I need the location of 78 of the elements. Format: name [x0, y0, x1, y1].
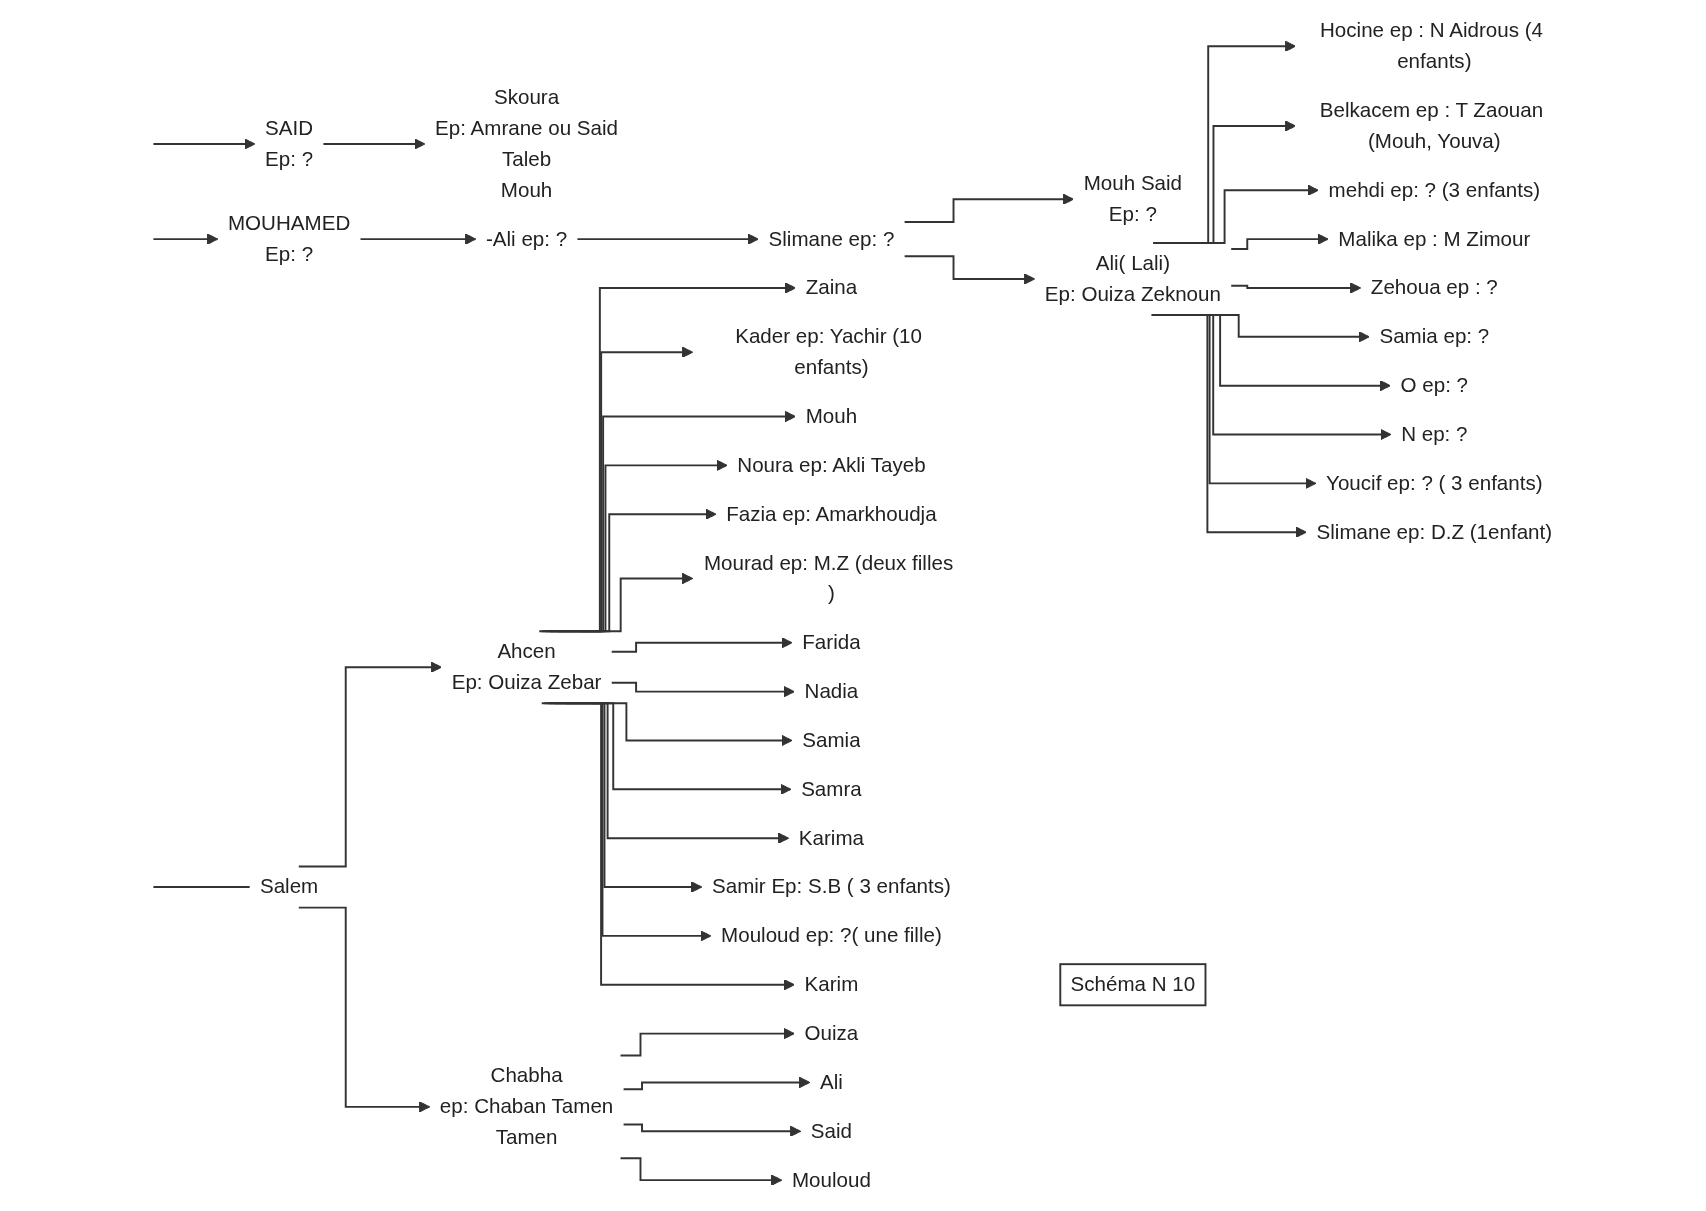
node-text: Ouiza [804, 1022, 859, 1044]
arrow [544, 410, 796, 633]
arrow [297, 906, 431, 1113]
node-text: Said [810, 1119, 853, 1142]
arrow [619, 1027, 795, 1057]
node-label: Ep: ? [265, 147, 314, 170]
node-text: Zaina [805, 276, 858, 299]
arrow [359, 233, 477, 245]
node-text: Skoura [493, 86, 560, 108]
arrow [579, 572, 694, 633]
arrow [549, 459, 728, 633]
node-text: SAID [265, 116, 314, 139]
arrow [1162, 120, 1296, 244]
node-label: Ep: Ouiza Zeknoun [1044, 282, 1221, 305]
node-text: Noura ep: Akli Tayeb [737, 453, 926, 476]
node-text: N ep: ? [1401, 422, 1468, 445]
node-text: -Ali ep: ? [485, 227, 568, 250]
node-text: Malika ep : M Zimour [1338, 227, 1531, 250]
arrow [557, 508, 717, 633]
node-text: Fazia ep: Amarkhoudja [726, 502, 937, 525]
arrow [622, 1076, 811, 1091]
node-text: Belkacem ep : T Zaouan (Mouh, Youva) [1319, 98, 1544, 152]
node-box: Schéma N 10 [1059, 963, 1207, 1007]
arrow [1184, 184, 1319, 244]
arrow [903, 255, 1036, 285]
node-label: Tamen [495, 1126, 558, 1149]
node-text: O ep: ? [1400, 374, 1469, 396]
node-label: Mouh [500, 178, 553, 201]
node-text: Kader ep: Yachir (10 enfants) [735, 325, 922, 378]
node-text: Mouh Said [1083, 172, 1183, 195]
arrow [538, 282, 796, 633]
node-text: Mouloud ep: ?( une fille) [721, 924, 942, 947]
node-text: Mourad ep: M.Z (deux filles ) [703, 551, 954, 605]
arrow [903, 193, 1074, 224]
node-text: Ali [820, 1070, 843, 1093]
arrow [610, 637, 793, 653]
arrow [1150, 314, 1307, 538]
node-text: Samra [801, 777, 862, 800]
arrow [610, 681, 795, 698]
arrow [540, 702, 795, 991]
node-text: Chabha [490, 1064, 563, 1087]
node-label: Ep: Ouiza Zebar [451, 671, 602, 693]
connector [152, 886, 251, 888]
node-text: Samia [802, 728, 861, 751]
node-text: mehdi ep: ? (3 enfants) [1328, 178, 1541, 201]
node-text: Salem [259, 875, 319, 898]
arrow [619, 1157, 783, 1186]
arrow [322, 138, 426, 150]
node-text: Slimane ep: ? [768, 227, 895, 250]
arrow [152, 233, 219, 245]
node-text: Farida [802, 631, 861, 654]
node-label: Taleb [501, 147, 552, 170]
node-text: Nadia [804, 680, 859, 702]
arrow [152, 138, 256, 150]
node-text: Karim [804, 973, 859, 996]
node-text: Ali( Lali) [1095, 251, 1171, 274]
node-text: Hocine ep : N Aidrous (4 enfants) [1319, 19, 1543, 72]
node-text: Karima [798, 826, 865, 849]
node-text: Samia ep: ? [1379, 325, 1490, 348]
node-text: Youcif ep: ? ( 3 enfants) [1326, 471, 1543, 494]
node-text: Samir Ep: S.B ( 3 enfants) [711, 875, 951, 898]
node-text: Mouh [805, 404, 858, 427]
arrow [540, 346, 694, 633]
node-text: MOUHAMED [227, 212, 351, 234]
arrow [1230, 233, 1329, 250]
node-text: Slimane ep: D.Z (1enfant) [1316, 520, 1553, 543]
node-text: Mouloud [791, 1168, 871, 1191]
arrow [576, 233, 759, 245]
arrow [1230, 282, 1362, 294]
node-label: Ep: ? [1108, 203, 1157, 225]
node-label: Ep: Amrane ou Said [435, 116, 619, 139]
arrow [1152, 40, 1296, 244]
node-label: Ep: ? [265, 242, 314, 265]
arrow [622, 1123, 802, 1137]
node-label: ep: Chaban Tamen [439, 1095, 614, 1118]
node-text: Zehoua ep : ? [1370, 276, 1498, 299]
arrow [297, 661, 442, 868]
node-text: Ahcen [497, 640, 556, 663]
